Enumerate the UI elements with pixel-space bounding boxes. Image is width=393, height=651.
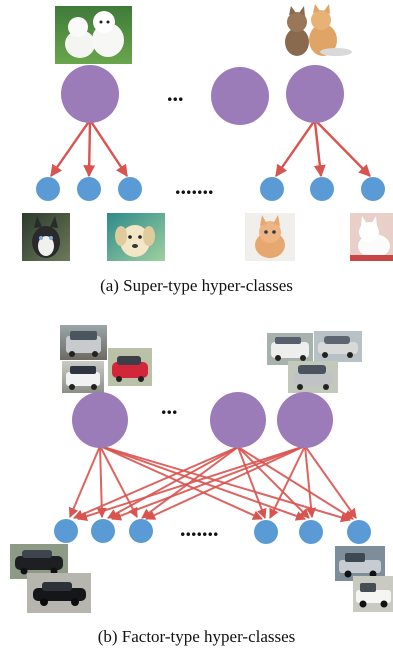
samoyed-dogs-photo	[55, 6, 132, 64]
panel-a-edges	[50, 119, 371, 178]
husky-photo	[22, 213, 70, 261]
factor-node-3	[277, 392, 333, 448]
ginger-kitten-photo	[245, 213, 295, 261]
edge	[107, 446, 239, 519]
class-node	[129, 519, 153, 543]
edge	[111, 445, 306, 521]
edge	[275, 119, 316, 177]
factor-node-2	[210, 392, 266, 448]
labrador-puppy-photo	[107, 213, 165, 261]
class-node	[347, 520, 371, 544]
class-node	[361, 177, 385, 201]
edge	[83, 121, 96, 178]
white-minivan-photo	[267, 333, 313, 365]
white-suv-photo	[62, 361, 104, 393]
class-ellipsis: .......	[175, 174, 214, 199]
class-node	[310, 177, 334, 201]
class-node	[254, 520, 278, 544]
silver-pickup-photo	[335, 546, 385, 581]
edge	[99, 445, 306, 521]
edge	[237, 446, 267, 519]
black-sedan-photo	[10, 544, 68, 579]
edge	[237, 446, 310, 519]
silver-sedan-photo	[314, 331, 362, 362]
edge	[77, 445, 306, 522]
factor-ellipsis: ...	[161, 394, 178, 419]
class-node	[54, 519, 78, 543]
silver-hatchback-photo	[288, 361, 338, 393]
edge	[145, 445, 306, 520]
caption-super-type: (a) Super-type hyper-classes	[100, 276, 293, 295]
super-node-dog	[61, 65, 119, 123]
panel-b: ... .......	[10, 325, 393, 613]
class-node	[91, 519, 115, 543]
class-ellipsis: .......	[180, 516, 219, 541]
class-node	[118, 177, 142, 201]
white-kitten-photo	[350, 213, 393, 261]
edge	[304, 445, 357, 519]
silver-suv-photo	[60, 325, 107, 360]
black-sedan-side-photo	[27, 573, 91, 613]
class-node	[77, 177, 101, 201]
class-node	[260, 177, 284, 201]
super-node-middle	[211, 67, 269, 125]
white-pickup-photo	[353, 576, 393, 612]
red-hatchback-photo	[108, 348, 152, 386]
super-node-cat	[286, 65, 344, 123]
edge	[304, 445, 317, 518]
panel-b-edges	[68, 445, 357, 523]
factor-node-1	[72, 392, 128, 448]
edge	[99, 445, 263, 520]
caption-factor-type: (b) Factor-type hyper-classes	[97, 627, 296, 646]
edge	[73, 446, 239, 520]
edge	[314, 119, 371, 177]
edge	[88, 119, 129, 178]
super-ellipsis: ...	[167, 81, 184, 106]
class-node	[36, 177, 60, 201]
edge	[68, 445, 101, 518]
edge	[50, 119, 91, 177]
kittens-photo	[278, 4, 352, 58]
edge	[269, 445, 306, 519]
class-node	[299, 520, 323, 544]
edge	[313, 121, 326, 178]
panel-a: ... .......	[22, 4, 393, 261]
edge	[237, 446, 354, 520]
